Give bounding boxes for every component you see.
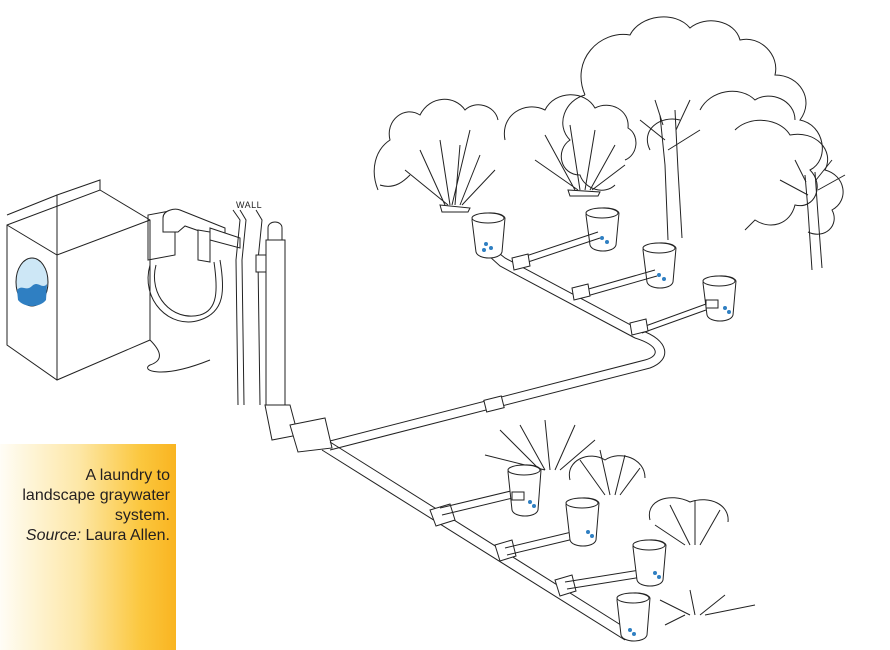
figure-caption: A laundry to landscape graywater system.… <box>0 466 170 546</box>
caption-line-1: A laundry to <box>0 466 170 486</box>
upper-branch-pipe <box>326 238 665 450</box>
shrub-upper-left <box>374 99 498 212</box>
caption-box: A laundry to landscape graywater system.… <box>0 444 176 650</box>
source-label: Source: <box>26 527 81 544</box>
caption-line-2: landscape graywater <box>0 486 170 506</box>
lower-plants <box>485 420 755 625</box>
drain-hose-and-valve <box>148 209 241 372</box>
lower-basins <box>508 465 666 641</box>
tree-canopy <box>561 17 843 234</box>
caption-source: Source: Laura Allen. <box>0 526 170 546</box>
upper-basins <box>472 208 736 335</box>
wall: WALL <box>233 200 262 405</box>
caption-line-3: system. <box>0 506 170 526</box>
vent-riser-pipe <box>256 222 332 452</box>
wall-label: WALL <box>236 200 262 210</box>
source-name: Laura Allen. <box>85 527 170 544</box>
shrub-upper-right <box>504 95 636 196</box>
washing-machine <box>7 180 150 380</box>
